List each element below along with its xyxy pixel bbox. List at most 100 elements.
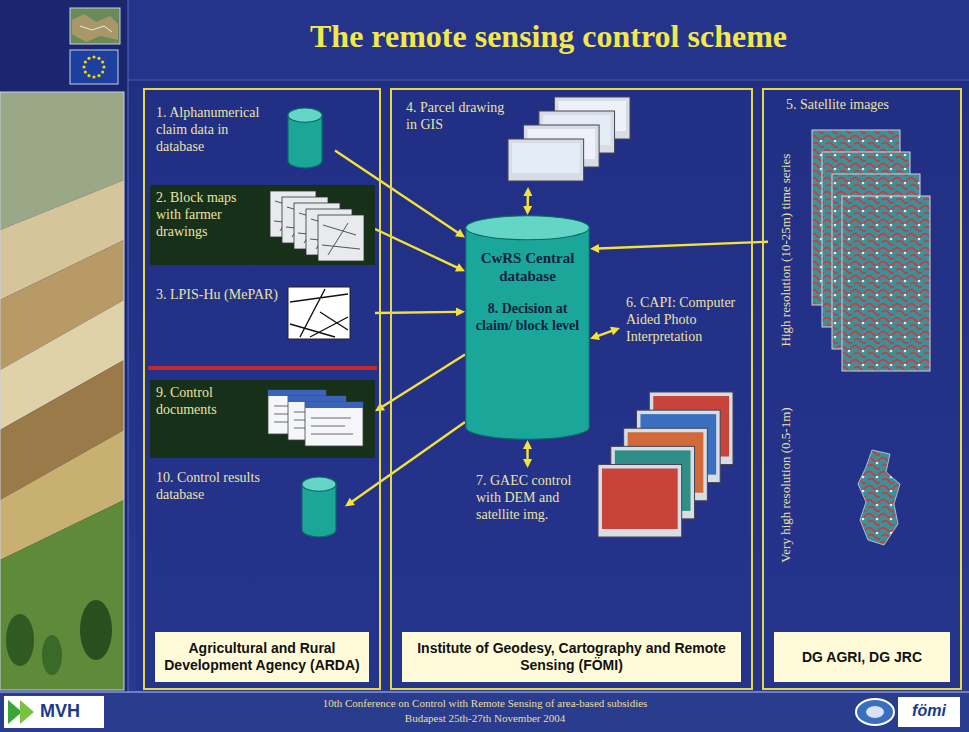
footer-band [0,691,969,693]
flow-arrow [375,355,465,412]
item-text: 1. Alphanumerical claim data in database [156,105,276,155]
flow-arrow [590,242,768,253]
flow-arrow [375,307,465,316]
flow-arrow [590,327,620,340]
arrow-head [590,331,600,339]
eu-flag [92,55,95,58]
item-text: 2. Block maps with farmer drawings [156,190,264,240]
cyl5-icon [302,484,336,537]
cylinder-shape [466,216,590,240]
sat-icon [842,196,930,371]
arrow-head [523,440,532,449]
landscape-photo [42,635,62,675]
eu-flag [82,55,105,78]
sat-icon [858,450,900,545]
data-item: 1. Alphanumerical claim data in database [150,100,335,172]
eu-flag [97,74,100,77]
eu-flag [101,70,104,73]
organisation-label: Institute of Geodesy, Cartography and Re… [402,632,741,682]
landscape-photo [0,500,124,690]
data-item: 2. Block maps with farmer drawings [150,185,375,265]
central-database: CwRS Central database 8. Decision at clai… [465,215,590,440]
docs-icon [268,390,326,396]
mvh-logo [20,700,34,724]
docs-icon [288,396,346,402]
institute-panel: Institute of Geodesy, Cartography and Re… [390,88,753,690]
landscape-photo [80,600,112,660]
decision-text: 8. Decision at claim/ block level [474,301,582,335]
arrow-line [598,242,768,249]
docs-icon [311,418,353,434]
arrow-line [526,448,528,460]
conference-logo [856,699,894,725]
arrow-head [523,206,532,215]
process-item: 4. Parcel drawing in GIS [400,95,635,187]
maps-icon [318,215,364,261]
title-band [128,0,969,80]
item-text: 5. Satellite images [786,97,946,114]
item-text: 6. CAPI: Computer Aided Photo Interpreta… [626,295,739,345]
satellite-group: 5. Satellite images [768,92,956,560]
title-band [128,80,969,81]
process-item: 6. CAPI: Computer Aided Photo Interpreta… [620,290,745,385]
footer-text: Budapest 25th-27th November 2004 [185,711,785,726]
left-strip [0,0,128,692]
eu-flag [84,60,87,63]
arrow-line [382,355,465,407]
eu-flag [92,75,95,78]
logo-text: fömi [898,699,960,723]
arrow-line [375,312,457,313]
arrow-line [526,195,529,207]
left-strip [128,0,129,692]
organisation-label: Agricultural and Rural Development Agenc… [155,632,369,682]
docs-icon [305,402,363,408]
gis-icon [512,143,580,173]
eu-flag [102,65,105,68]
arrow-head [523,187,532,196]
capi-computers [598,392,733,537]
arrow-head [590,244,599,253]
process-item: 7. GAEC control with DEM and satellite i… [470,468,590,548]
landscape-photo [0,92,124,690]
eu-flag [97,57,100,60]
arrow-head [455,229,465,238]
data-item: 3. LPIS-Hu (MePAR) [150,282,375,344]
lpis-icon [288,287,350,339]
left-strip [0,0,128,692]
lpis-icon [290,289,348,337]
item-text: 3. LPIS-Hu (MePAR) [156,287,281,304]
database-name: CwRS Central database [474,249,582,285]
flow-arrow [523,440,532,468]
map-thumbnail [70,8,120,44]
slide-title: The remote sensing control scheme [128,18,969,55]
arrow-head [455,263,465,271]
agency-panel: Agricultural and Rural Development Agenc… [143,88,381,690]
gis-icon [508,139,584,181]
cyl1-icon [288,108,322,122]
footer-band [0,692,969,732]
resolution-label: High resolution (10-25m) time series [777,125,795,375]
sat-icon [768,92,956,560]
cyl5-icon [302,477,336,491]
conference-logo [866,706,884,718]
item-text: 4. Parcel drawing in GIS [406,100,506,134]
eu-flag [87,57,90,60]
arrow-head [610,327,620,335]
item-text: 9. Control documents [156,385,261,419]
mvh-logo [4,696,104,728]
output-item: 9. Control documents [150,380,375,458]
arrow-head [345,498,355,507]
eu-flag [84,70,87,73]
map-thumbnail [70,8,120,44]
eu-flag [82,65,85,68]
separator-line [148,366,377,370]
eu-flag [70,50,118,84]
footer-text: 10th Conference on Control with Remote S… [185,696,785,711]
cylinder-shape [466,228,590,440]
fomi-logo [898,697,960,727]
docs-icon [305,402,363,446]
item-text: 7. GAEC control with DEM and satellite i… [476,473,584,523]
eu-flag [70,50,118,84]
map-thumbnail [72,14,118,42]
